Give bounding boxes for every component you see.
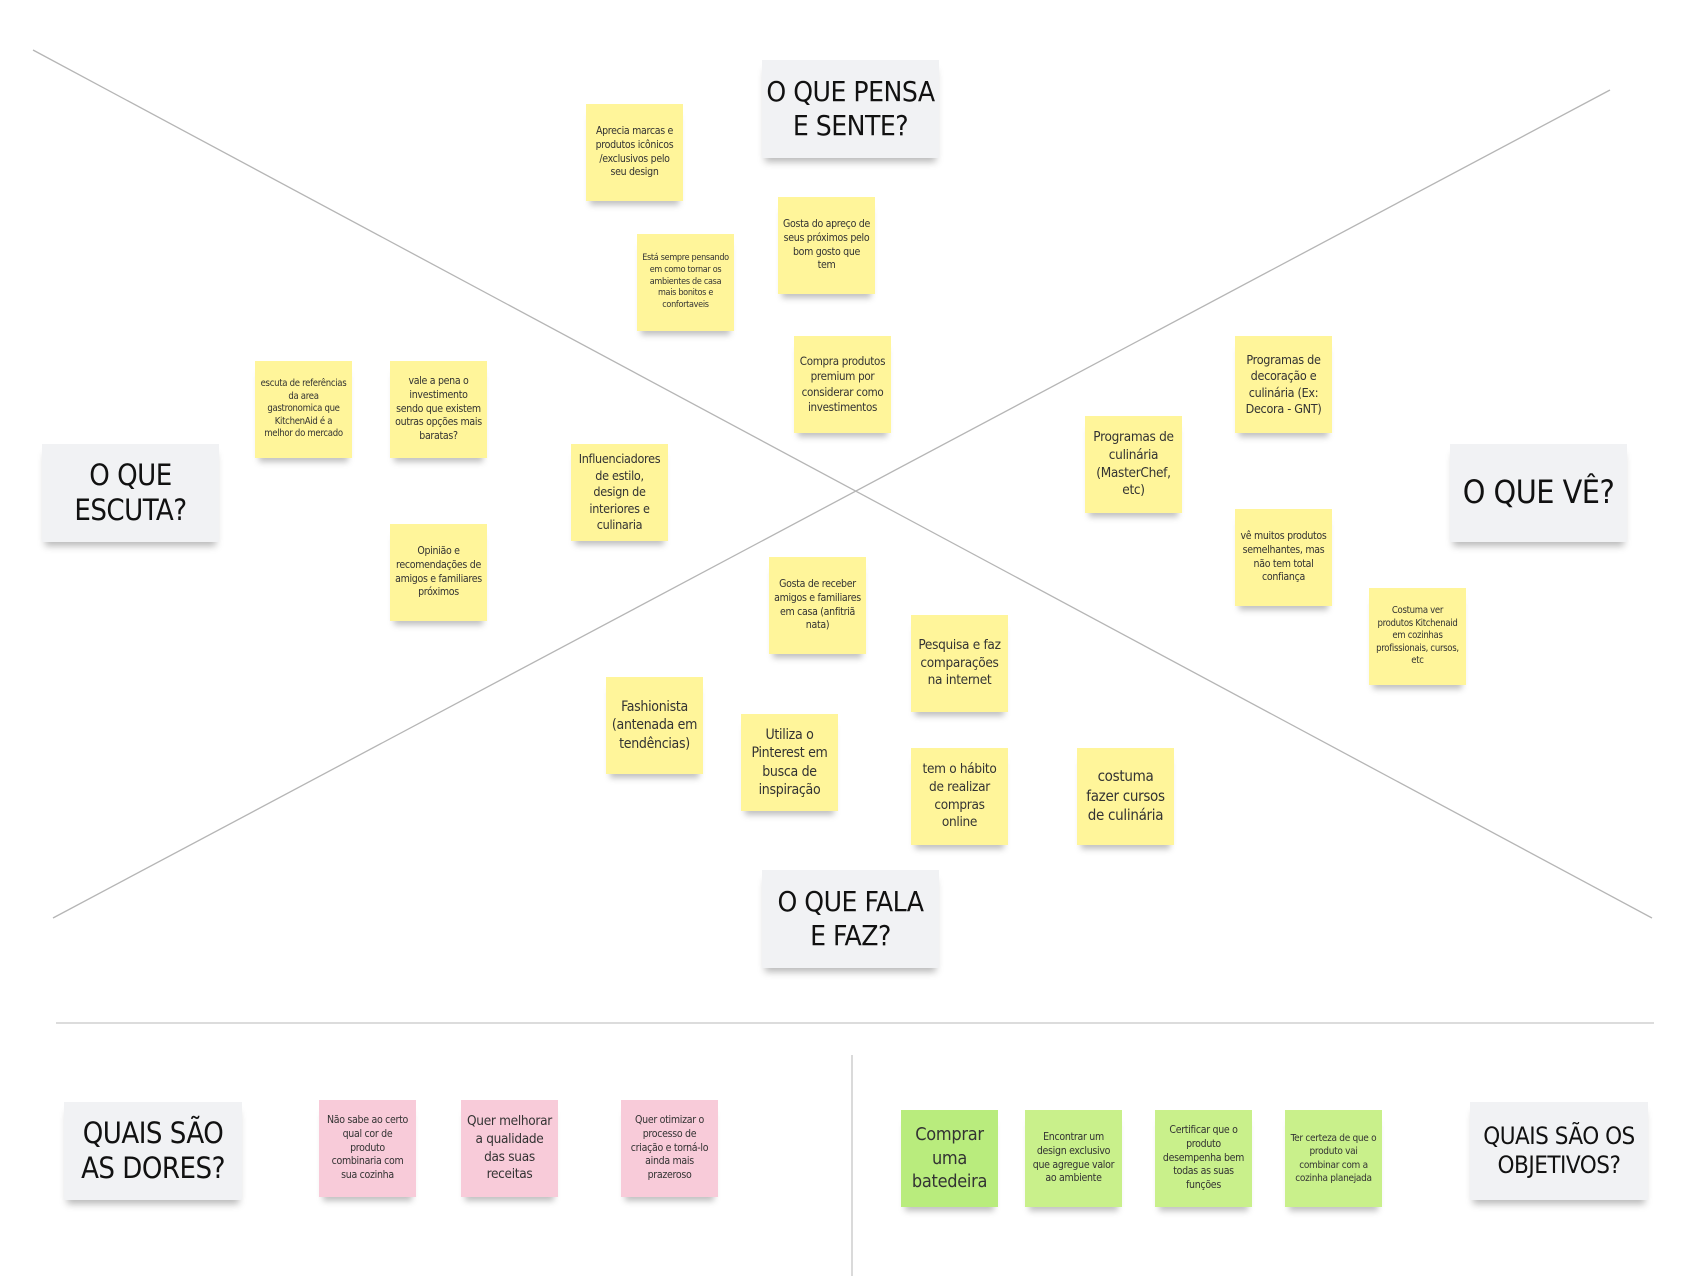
sticky-note: Influenciadores de estilo, design de int…: [571, 444, 668, 541]
sticky-note: Programas de decoração e culinária (Ex: …: [1235, 336, 1332, 433]
header-fala-faz: O QUE FALA E FAZ?: [762, 870, 939, 968]
sticky-note: costuma fazer cursos de culinária: [1077, 748, 1174, 845]
sticky-note: Quer melhorar a qualidade das suas recei…: [461, 1100, 558, 1197]
diagonal-line-up: [52, 89, 1611, 919]
sticky-note: Opinião e recomendações de amigos e fami…: [390, 524, 487, 621]
sticky-note: vê muitos produtos semelhantes, mas não …: [1235, 509, 1332, 606]
sticky-note: Ter certeza de que o produto vai combina…: [1285, 1110, 1382, 1207]
sticky-note: Está sempre pensando em como tornar os a…: [637, 234, 734, 331]
sticky-note: vale a pena o investimento sendo que exi…: [390, 361, 487, 458]
sticky-note: Encontrar um design exclusivo que agregu…: [1025, 1110, 1122, 1207]
sticky-note: Programas de culinária (MasterChef, etc): [1085, 416, 1182, 513]
header-pensa-sente: O QUE PENSA E SENTE?: [762, 60, 939, 158]
sticky-note: Aprecia marcas e produtos icônicos /excl…: [586, 104, 683, 201]
header-escuta: O QUE ESCUTA?: [42, 444, 219, 542]
sticky-note: Certificar que o produto desempenha bem …: [1155, 1110, 1252, 1207]
sticky-note: escuta de referências da area gastronomi…: [255, 361, 352, 458]
header-objetivos: QUAIS SÃO OS OBJETIVOS?: [1470, 1102, 1648, 1200]
header-ve: O QUE VÊ?: [1450, 444, 1627, 542]
sticky-note: Fashionista (antenada em tendências): [606, 677, 703, 774]
sticky-note: Compra produtos premium por considerar c…: [794, 336, 891, 433]
header-dores: QUAIS SÃO AS DORES?: [64, 1102, 242, 1200]
diagonal-line-down: [32, 49, 1653, 919]
sticky-note: tem o hábito de realizar compras online: [911, 748, 1008, 845]
sticky-note: Gosta de receber amigos e familiares em …: [769, 557, 866, 654]
sticky-note: Comprar uma batedeira: [901, 1110, 998, 1207]
sticky-note: Utiliza o Pinterest em busca de inspiraç…: [741, 714, 838, 811]
sticky-note: Costuma ver produtos Kitchenaid em cozin…: [1369, 588, 1466, 685]
sticky-note: Pesquisa e faz comparações na internet: [911, 615, 1008, 712]
sticky-note: Gosta do apreço de seus próximos pelo bo…: [778, 197, 875, 294]
sticky-note: Não sabe ao certo qual cor de produto co…: [319, 1100, 416, 1197]
sticky-note: Quer otimizar o processo de criação e to…: [621, 1100, 718, 1197]
